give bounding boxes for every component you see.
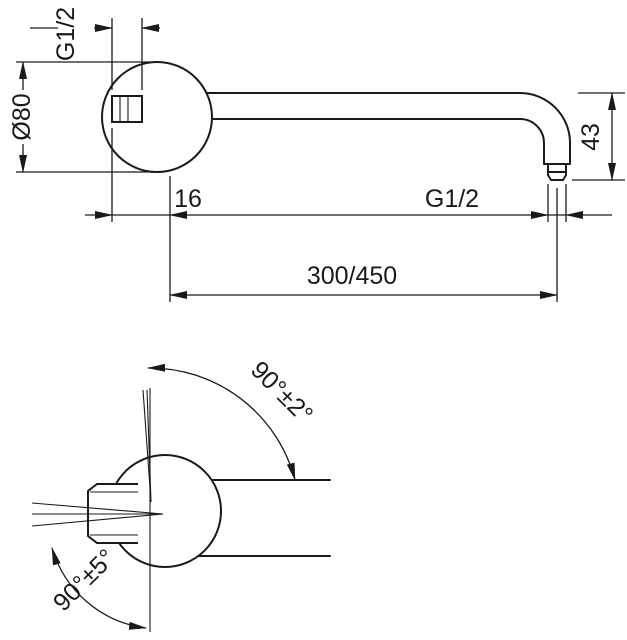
wall-flange xyxy=(101,61,213,173)
dim-flange-diameter: Ø80 xyxy=(8,61,150,173)
dim-wall-thread: G1/2 xyxy=(30,7,160,90)
dim-angle-horizontal-label: 90°±5° xyxy=(48,544,121,617)
dim-arm-length-label: 300/450 xyxy=(307,262,397,290)
top-view: G1/2 Ø80 16 G1/2 xyxy=(8,7,625,302)
dim-outlet-thread-label: G1/2 xyxy=(425,185,479,213)
dim-arm-length: 300/450 xyxy=(169,188,558,302)
dim-outlet-height-label: 43 xyxy=(577,123,605,151)
outlet-nozzle xyxy=(543,163,571,181)
wall-thread-stub xyxy=(111,95,143,123)
horizontal-tolerance-rays xyxy=(31,502,164,527)
dim-angle-vertical-label: 90°±2° xyxy=(245,356,318,429)
dim-row-lower: 16 G1/2 xyxy=(85,128,612,302)
dim-outlet-height: 43 xyxy=(572,92,625,181)
shower-arm-tube xyxy=(149,92,571,165)
front-view: 90°±2° 90°±5° xyxy=(31,356,331,632)
dim-flange-diameter-label: Ø80 xyxy=(8,93,36,140)
dim-flange-depth-label: 16 xyxy=(174,185,202,213)
dim-wall-thread-label: G1/2 xyxy=(52,7,80,61)
